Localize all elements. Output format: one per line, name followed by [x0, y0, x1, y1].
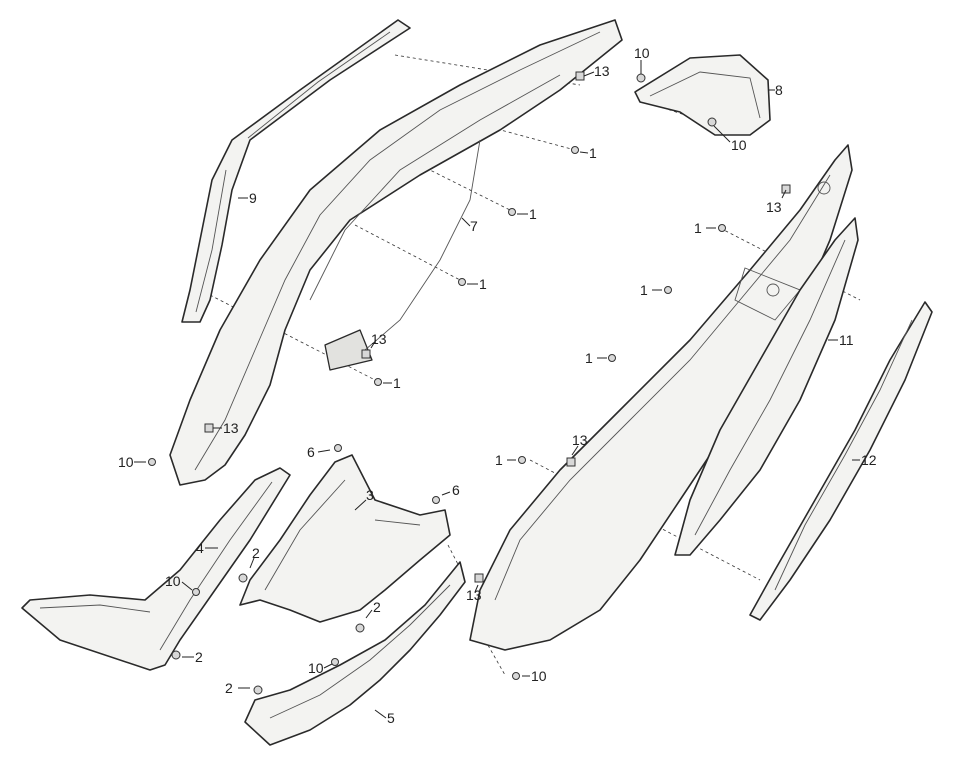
- callout-lines: [134, 60, 860, 719]
- callout-13: 13: [371, 331, 387, 347]
- part-12-right-trim: [749, 301, 933, 621]
- fasteners: [148, 71, 791, 695]
- callout-12: 12: [861, 452, 877, 468]
- callout-13: 13: [223, 420, 239, 436]
- part-11-inner-strip: [674, 217, 859, 556]
- callout-10: 10: [118, 454, 134, 470]
- callout-13: 13: [466, 587, 482, 603]
- callout-13: 13: [766, 199, 782, 215]
- callout-13: 13: [572, 432, 588, 448]
- callout-10: 10: [634, 45, 650, 61]
- callout-2: 2: [373, 599, 381, 615]
- callout-10: 10: [308, 660, 324, 676]
- callout-2: 2: [195, 649, 203, 665]
- part-3-center-panel: [239, 454, 451, 623]
- callout-8: 8: [775, 82, 783, 98]
- callout-1: 1: [640, 282, 648, 298]
- callout-9: 9: [249, 190, 257, 206]
- callout-7: 7: [470, 218, 478, 234]
- callout-6: 6: [452, 482, 460, 498]
- callout-2: 2: [252, 545, 260, 561]
- part-7-side-cover: [169, 19, 623, 486]
- callout-13: 13: [594, 63, 610, 79]
- callout-10: 10: [531, 668, 547, 684]
- part-5-lower-panel: [244, 561, 466, 746]
- callout-1: 1: [393, 375, 401, 391]
- callout-10: 10: [165, 573, 181, 589]
- callout-10: 10: [731, 137, 747, 153]
- callout-labels: 13 10 8 10 1 9 1 7 13 1 1 1 13 11 1 1 13…: [118, 45, 877, 726]
- callout-1: 1: [495, 452, 503, 468]
- callout-1: 1: [585, 350, 593, 366]
- callout-3: 3: [366, 487, 374, 503]
- callout-2: 2: [225, 680, 233, 696]
- callout-4: 4: [196, 540, 204, 556]
- part-8-top-cover: [634, 54, 771, 136]
- callout-1: 1: [589, 145, 597, 161]
- callout-1: 1: [694, 220, 702, 236]
- callout-11: 11: [839, 332, 854, 348]
- part-9-upper-trim: [181, 19, 411, 323]
- callout-6: 6: [307, 444, 315, 460]
- callout-5: 5: [387, 710, 395, 726]
- part-4-lower-bracket: [21, 467, 291, 671]
- callout-1: 1: [479, 276, 487, 292]
- callout-1: 1: [529, 206, 537, 222]
